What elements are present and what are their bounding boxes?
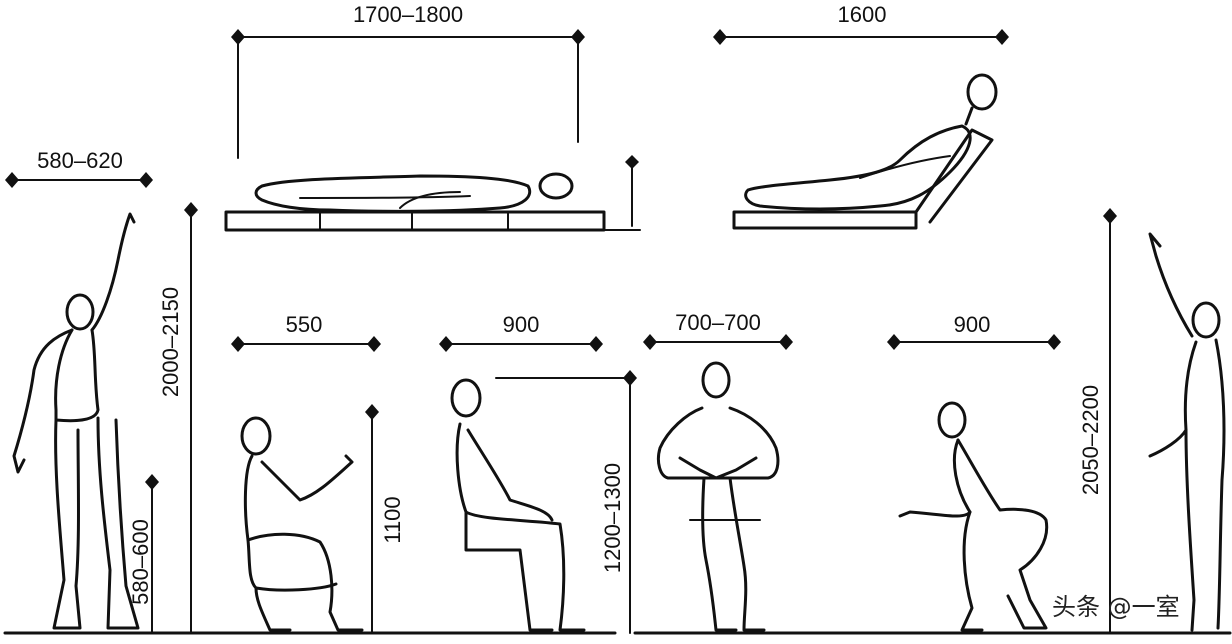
reach-height-right-dimension: 2050–2200 xyxy=(1078,208,1117,634)
seated-side-figure xyxy=(450,378,586,632)
seated-height-dimension: 1200–1300 xyxy=(495,370,637,634)
bed-length-label: 1700–1800 xyxy=(353,2,463,27)
hand-height-label: 580–600 xyxy=(128,519,153,605)
seated-front-figure xyxy=(656,361,780,632)
recliner xyxy=(732,128,994,230)
crouch-width-label: 900 xyxy=(954,312,991,337)
reach-height-left-dimension: 2000–2150 xyxy=(158,202,198,634)
reach-height-right-label: 2050–2200 xyxy=(1078,385,1103,495)
recliner-length-label: 1600 xyxy=(838,2,887,27)
standing-reaching-figure-left xyxy=(12,212,140,630)
squat-width-label: 550 xyxy=(286,312,323,337)
watermark: 头条 @一室 xyxy=(1052,593,1180,621)
bed xyxy=(224,210,641,232)
crouch-width-dimension: 900 xyxy=(887,312,1061,350)
squat-width-dimension: 550 xyxy=(231,312,381,352)
shoulder-width-label: 580–620 xyxy=(37,148,123,173)
reach-height-left-label: 2000–2150 xyxy=(158,287,183,397)
squat-height-dimension: 1100 xyxy=(365,404,405,634)
squatting-figure xyxy=(240,416,364,632)
reclining-figure xyxy=(744,73,998,211)
bed-height-dimension xyxy=(625,155,639,227)
recliner-dimension: 1600 xyxy=(713,2,1009,45)
squat-height-label: 1100 xyxy=(380,496,405,543)
standing-reaching-figure-right xyxy=(1148,232,1226,632)
lying-figure xyxy=(254,172,574,213)
hand-height-dimension: 580–600 xyxy=(128,474,159,634)
bed-dimension: 1700–1800 xyxy=(231,2,585,159)
seated-front-width-dimension: 700–700 xyxy=(643,310,793,350)
seated-front-width-label: 700–700 xyxy=(675,310,761,335)
seated-height-label: 1200–1300 xyxy=(600,463,625,573)
crouching-figure xyxy=(898,401,1049,632)
chair-depth-dimension: 900 xyxy=(439,312,603,352)
chair-depth-label: 900 xyxy=(503,312,540,337)
shoulder-width-dimension: 580–620 xyxy=(5,148,153,188)
